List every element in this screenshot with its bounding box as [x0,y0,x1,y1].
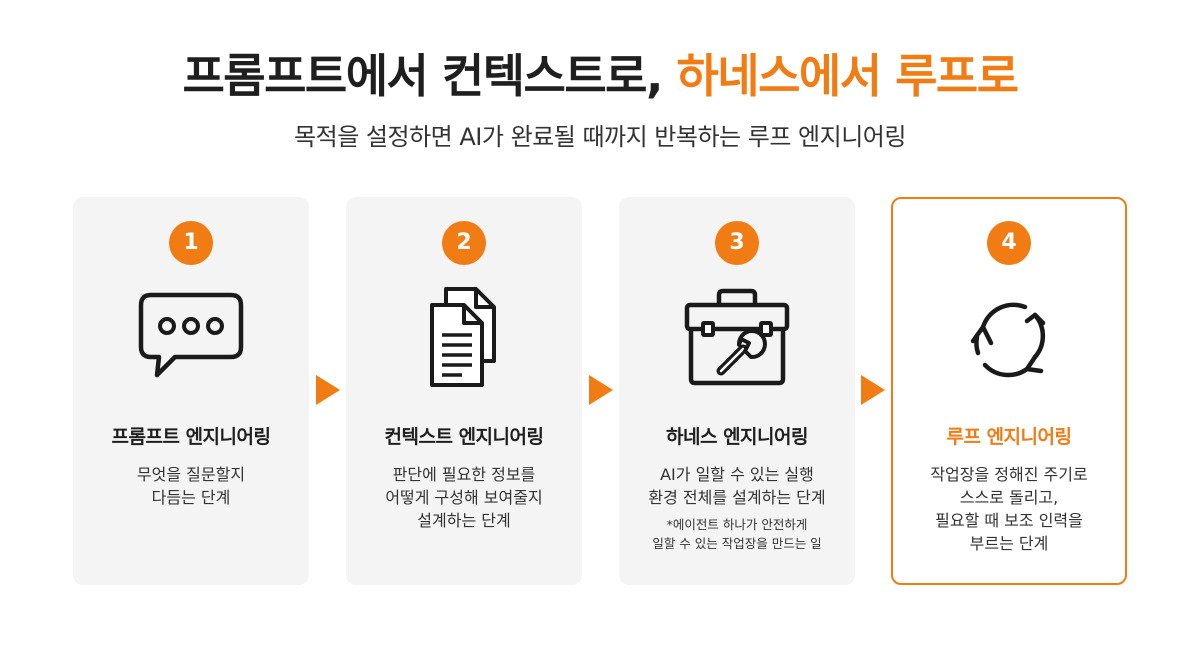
desc-line: 환경 전체를 설계하는 단계 [648,488,826,507]
step-description: 무엇을 질문할지 다듬는 단계 [73,463,309,509]
step-card-3: 3 하네스 엔지니어링 AI가 일할 수 있는 실행 환경 전체를 설계하는 단… [619,197,855,585]
step-description: 판단에 필요한 정보를 어떻게 구성해 보여줄지 설계하는 단계 [346,463,582,532]
chat-bubble-icon [138,292,244,378]
page-subtitle: 목적을 설정하면 AI가 완료될 때까지 반복하는 루프 엔지니어링 [294,123,906,151]
desc-line: 어떻게 구성해 보여줄지 [385,488,543,507]
step-card-2: 2 컨텍스트 엔지니어링 판단에 필요한 정보를 어떻게 구성해 보여줄지 설계… [346,197,582,585]
step-title: 하네스 엔지니어링 [666,426,808,448]
desc-line: 스스로 돌리고, [959,488,1059,507]
step-title: 루프 엔지니어링 [946,426,1072,448]
step-description: AI가 일할 수 있는 실행 환경 전체를 설계하는 단계 [619,463,855,509]
desc-line: AI가 일할 수 있는 실행 [660,465,814,484]
note-line: *에이전트 하나가 안전하게 [666,517,808,532]
title-accent: 하네스에서 루프로 [676,49,1019,103]
step-title: 프롬프트 엔지니어링 [111,426,271,448]
toolbox-icon [684,288,790,386]
step-description: 작업장을 정해진 주기로 스스로 돌리고, 필요할 때 보조 인력을 부르는 단… [893,463,1125,555]
desc-line: 부르는 단계 [969,534,1049,553]
documents-icon [430,287,496,387]
step-number-badge: 4 [987,221,1031,265]
step-card-4: 4 루프 엔지니어링 작업장을 정해진 주기로 스스로 돌리고, 필요할 때 보… [891,197,1127,585]
desc-line: 무엇을 질문할지 [136,465,246,484]
title-main: 프롬프트에서 컨텍스트로, [182,49,677,103]
step-number-badge: 3 [715,221,759,265]
desc-line: 판단에 필요한 정보를 [392,465,536,484]
arrow-right-icon [589,375,613,405]
step-note: *에이전트 하나가 안전하게 일할 수 있는 작업장을 만드는 일 [619,515,855,553]
desc-line: 설계하는 단계 [417,511,511,530]
step-number-badge: 2 [442,221,486,265]
arrow-right-icon [861,375,885,405]
step-card-1: 1 프롬프트 엔지니어링 무엇을 질문할지 다듬는 단계 [73,197,309,585]
refresh-loop-icon [970,302,1046,378]
page-title: 프롬프트에서 컨텍스트로, 하네스에서 루프로 [0,40,1200,106]
desc-line: 다듬는 단계 [151,488,231,507]
desc-line: 필요할 때 보조 인력을 [935,511,1083,530]
note-line: 일할 수 있는 작업장을 만드는 일 [652,536,822,551]
step-number-badge: 1 [169,221,213,265]
step-title: 컨텍스트 엔지니어링 [384,426,544,448]
arrow-right-icon [316,375,340,405]
desc-line: 작업장을 정해진 주기로 [930,465,1088,484]
